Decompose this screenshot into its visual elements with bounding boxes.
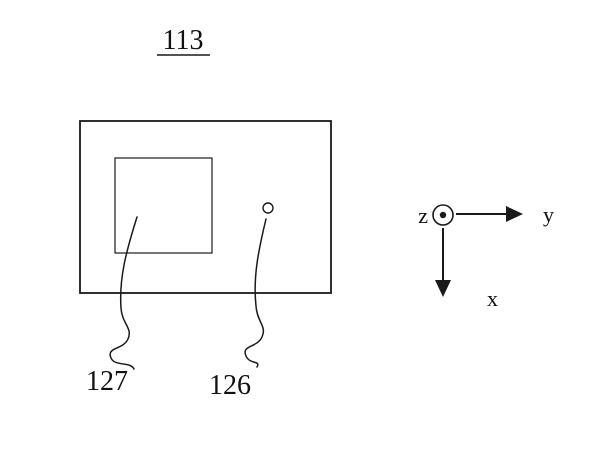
outer-rectangle <box>79 120 332 294</box>
x-axis-label: x <box>487 286 498 311</box>
reference-label-126: 126 <box>209 370 251 401</box>
z-axis-label: z <box>418 203 428 228</box>
leader-line-127 <box>109 216 138 370</box>
feature-circle <box>262 202 274 214</box>
inner-square <box>114 157 213 254</box>
z-axis-origin-circle <box>432 204 454 226</box>
z-axis-origin-dot <box>439 211 447 219</box>
reference-label-127: 127 <box>86 366 128 397</box>
coordinate-axes: z y x <box>418 202 554 311</box>
figure-number-label: 113 <box>163 25 204 56</box>
y-axis-arrowhead-icon <box>506 206 523 222</box>
x-axis-arrowhead-icon <box>435 280 451 297</box>
leader-line-126 <box>244 218 267 368</box>
y-axis-label: y <box>543 202 554 227</box>
